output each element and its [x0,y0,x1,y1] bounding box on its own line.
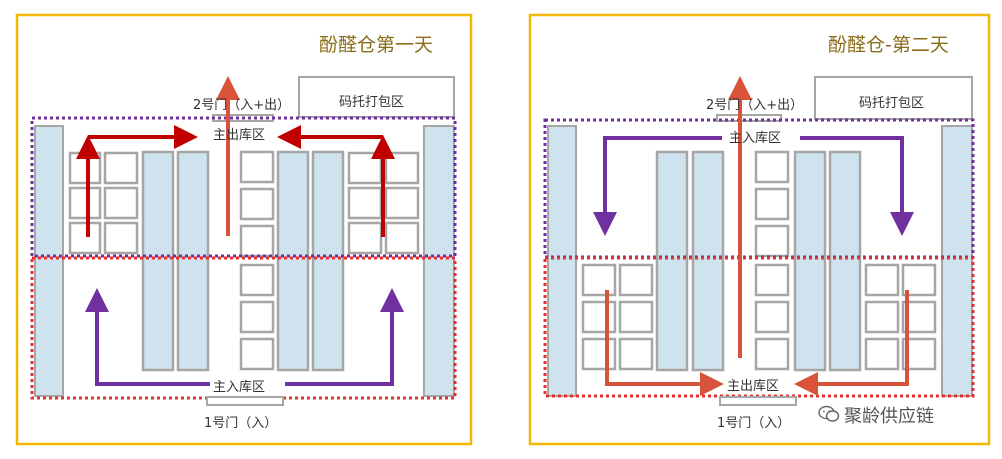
left-purple-arrows [85,288,404,386]
left-pallets-middle [239,150,275,371]
right-title: 酚醛仓-第二天 [828,34,949,56]
right-pallets-middle [754,150,790,371]
right-door1-label: 1号门（入） [717,416,791,431]
wechat-icon [818,405,840,422]
right-door2-label: 2号门（入+出） [706,98,804,113]
left-panel [15,13,473,446]
right-pallets-left [581,263,654,371]
left-red-arrows [76,125,395,237]
right-wall-rack-right [941,125,973,397]
left-door1-label: 1号门（入） [204,416,278,431]
right-frame [528,13,991,446]
right-wall-rack-left [547,125,577,397]
left-wall-rack-right [423,125,455,397]
right-in-zone-top-label: 主入库区 [729,131,782,146]
right-pack-area-label: 码托打包区 [859,96,925,111]
right-orange-arrows [605,76,909,396]
left-pack-area-label: 码托打包区 [339,95,405,110]
right-out-zone-label: 主出库区 [727,379,780,394]
left-pallets-left [68,151,139,255]
right-purple-arrows [593,136,914,236]
left-door2-label: 2号门（入+出） [193,98,291,113]
left-door1-marker [206,396,284,406]
right-pallets-right [864,263,937,371]
right-pack-area-box [814,76,973,120]
right-panel [528,13,991,446]
left-wall-rack-left [34,125,64,397]
left-long-racks [141,150,345,372]
right-long-racks [655,150,862,372]
right-door1-marker [719,396,797,406]
left-outbound-zone [30,116,457,258]
left-in-zone-label: 主入库区 [213,380,266,395]
watermark-text: 聚龄供应链 [844,406,934,427]
left-out-zone-label: 主出库区 [213,128,266,143]
left-title: 酚醛仓第一天 [319,34,434,56]
left-frame [15,13,473,446]
